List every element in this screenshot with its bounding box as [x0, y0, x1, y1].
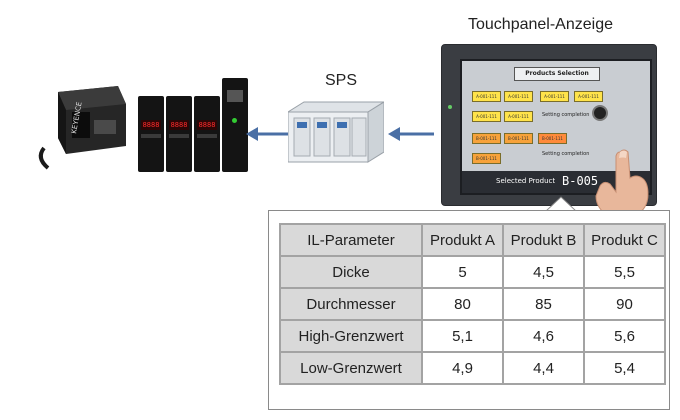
- product-button[interactable]: B-001-111: [472, 153, 501, 164]
- table-cell: 5,6: [583, 319, 666, 353]
- table-cell: 4,9: [421, 351, 504, 385]
- status-led: [448, 105, 452, 109]
- row-label-cell: Dicke: [279, 255, 423, 289]
- product-button[interactable]: B-001-111: [504, 133, 533, 144]
- table-cell: 5,4: [583, 351, 666, 385]
- callout-notch: [546, 196, 576, 212]
- parameter-table: IL-Parameter Produkt A Produkt B Produkt…: [279, 223, 666, 385]
- table-row: Durchmesser 80 85 90: [279, 287, 666, 321]
- amplifier-display: 8888: [141, 120, 161, 130]
- table-header-cell: Produkt A: [421, 223, 504, 257]
- product-button[interactable]: A-001-111: [472, 111, 501, 122]
- selected-product-label: Selected Product: [496, 177, 556, 185]
- status-lamp: [592, 105, 608, 121]
- table-header-cell: Produkt C: [583, 223, 666, 257]
- sps-label: SPS: [325, 72, 358, 89]
- product-button[interactable]: A-001-111: [574, 91, 603, 102]
- table-cell: 4,6: [502, 319, 585, 353]
- product-button[interactable]: A-001-111: [504, 91, 533, 102]
- parameter-table-box: IL-Parameter Produkt A Produkt B Produkt…: [268, 210, 670, 410]
- amplifier-group: 8888 8888 8888: [138, 78, 248, 182]
- product-button[interactable]: A-001-111: [472, 91, 501, 102]
- table-cell: 5,1: [421, 319, 504, 353]
- table-cell: 5: [421, 255, 504, 289]
- touchpanel-label: Touchpanel-Anzeige: [468, 16, 613, 33]
- setting-completion-text: Setting completion: [542, 112, 590, 118]
- product-button[interactable]: A-001-111: [504, 111, 533, 122]
- table-row: Dicke 5 4,5 5,5: [279, 255, 666, 289]
- table-cell: 90: [583, 287, 666, 321]
- selected-product-value: B-005: [562, 174, 599, 188]
- amplifier-display: 8888: [197, 120, 217, 130]
- product-button[interactable]: B-001-111: [472, 133, 501, 144]
- amplifier-display: 8888: [169, 120, 189, 130]
- table-cell: 80: [421, 287, 504, 321]
- table-cell: 4,5: [502, 255, 585, 289]
- table-row: High-Grenzwert 5,1 4,6 5,6: [279, 319, 666, 353]
- table-row: Low-Grenzwert 4,9 4,4 5,4: [279, 351, 666, 385]
- table-cell: 85: [502, 287, 585, 321]
- amplifier-unit: 8888: [166, 96, 192, 172]
- arrow-plc-to-amplifier: [246, 127, 288, 141]
- touchpanel-screen: Products Selection A-001-111 A-001-111 A…: [460, 59, 652, 195]
- plc-device: [286, 98, 386, 164]
- table-cell: 4,4: [502, 351, 585, 385]
- table-cell: 5,5: [583, 255, 666, 289]
- hand-icon: [595, 149, 649, 217]
- amplifier-unit: 8888: [138, 96, 164, 172]
- table-header-cell: Produkt B: [502, 223, 585, 257]
- amplifier-unit: 8888: [194, 96, 220, 172]
- table-header-cell: IL-Parameter: [279, 223, 423, 257]
- table-header-row: IL-Parameter Produkt A Produkt B Produkt…: [279, 223, 666, 257]
- touchpanel-device: Products Selection A-001-111 A-001-111 A…: [441, 44, 657, 206]
- product-button-selected[interactable]: B-001-111: [538, 133, 567, 144]
- setting-completion-text: Setting completion: [542, 151, 590, 157]
- row-label-cell: Low-Grenzwert: [279, 351, 423, 385]
- product-button[interactable]: A-001-111: [540, 91, 569, 102]
- arrow-touchpanel-to-plc: [388, 127, 434, 141]
- communication-unit: [222, 78, 248, 172]
- sensor-head: KEYENCE: [30, 82, 130, 172]
- row-label-cell: Durchmesser: [279, 287, 423, 321]
- screen-title: Products Selection: [514, 67, 600, 81]
- row-label-cell: High-Grenzwert: [279, 319, 423, 353]
